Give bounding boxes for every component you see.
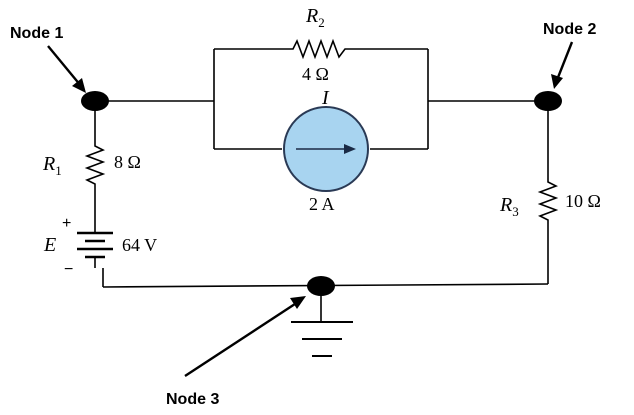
r2-value: 4 Ω bbox=[302, 64, 329, 84]
node1-label: Node 1 bbox=[10, 25, 63, 42]
current-source-arrow-head bbox=[344, 144, 356, 154]
node3-label: Node 3 bbox=[166, 391, 219, 408]
battery-symbol: E bbox=[43, 234, 56, 256]
r3-symbol: R3 bbox=[499, 194, 519, 219]
node3-pointer-line bbox=[184, 300, 299, 378]
r2-resistor bbox=[289, 38, 349, 60]
battery-plus-sign: + bbox=[62, 215, 71, 232]
node1-dot bbox=[81, 91, 109, 111]
node3-pointer-head bbox=[290, 296, 306, 309]
battery-minus-sign: − bbox=[64, 261, 73, 278]
node2-pointer-head bbox=[551, 74, 563, 89]
node2-pointer-line bbox=[555, 41, 574, 81]
node2-dot bbox=[534, 91, 562, 111]
current-source-symbol: I bbox=[321, 87, 330, 109]
r3-resistor bbox=[537, 178, 559, 224]
battery-value: 64 V bbox=[122, 235, 157, 255]
r1-value: 8 Ω bbox=[114, 152, 141, 172]
r2-symbol: R2 bbox=[305, 5, 325, 30]
r1-resistor bbox=[84, 142, 106, 188]
r3-value: 10 Ω bbox=[565, 191, 601, 211]
r1-symbol: R1 bbox=[42, 153, 62, 178]
node1-pointer-head bbox=[72, 78, 86, 93]
node3-dot bbox=[307, 276, 335, 296]
current-source-value: 2 A bbox=[309, 194, 335, 214]
node2-label: Node 2 bbox=[543, 21, 596, 38]
node1-pointer-line bbox=[47, 45, 82, 87]
